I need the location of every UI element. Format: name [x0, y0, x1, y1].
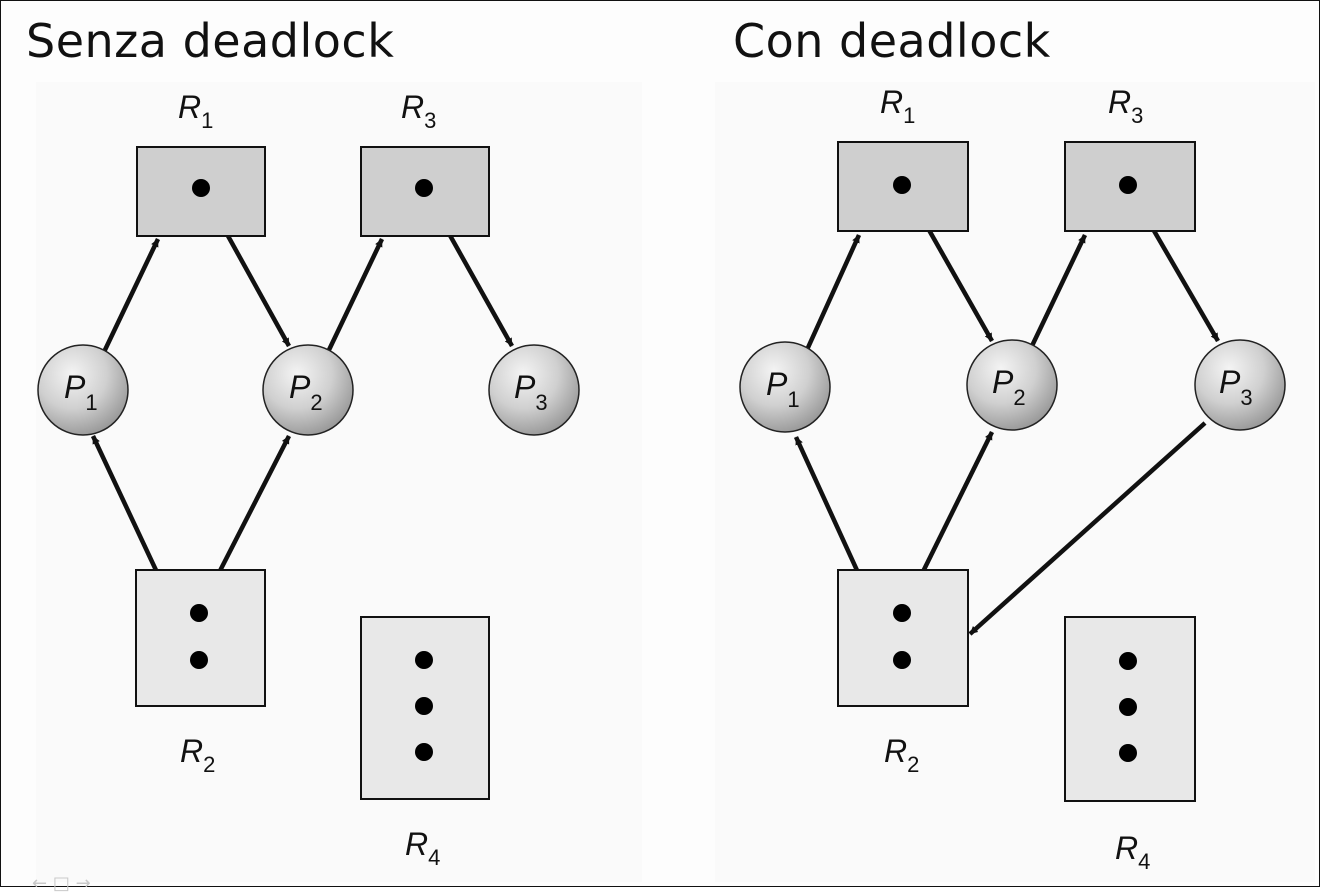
resource-instance-dot — [190, 604, 208, 622]
label-r4: R4 — [405, 826, 440, 870]
edge-p3-r2 — [970, 423, 1205, 634]
resource-instance-dot — [415, 179, 433, 197]
resource-r2-box — [838, 570, 968, 706]
label-r2: R2 — [180, 733, 215, 777]
resource-instance-dot — [1119, 698, 1137, 716]
label-r3: R3 — [401, 89, 436, 133]
slide-icon[interactable]: □ — [53, 873, 70, 894]
resource-instance-dot — [1119, 652, 1137, 670]
resource-instance-dot — [1119, 744, 1137, 762]
label-r1: R1 — [178, 89, 213, 133]
label-r4: R4 — [1115, 830, 1150, 874]
resource-instance-dot — [415, 697, 433, 715]
resource-instance-dot — [192, 179, 210, 197]
resource-instance-dot — [893, 651, 911, 669]
edge-p2-r3 — [1031, 235, 1085, 348]
resource-instance-dot — [190, 651, 208, 669]
left-graph: R1 R3 R2 R4 P1 P2 P3 — [38, 89, 579, 870]
forward-arrow-icon[interactable]: → — [76, 873, 91, 894]
resource-instance-dot — [415, 743, 433, 761]
edge-p2-r3 — [328, 239, 382, 352]
label-r2: R2 — [884, 733, 919, 777]
right-graph: R1 R3 R2 R4 P1 P2 P3 — [740, 84, 1285, 874]
resource-instance-dot — [1119, 176, 1137, 194]
label-r3: R3 — [1108, 84, 1143, 128]
label-r1: R1 — [880, 84, 915, 128]
back-arrow-icon[interactable]: ← — [32, 873, 47, 894]
slide-nav: ← □ → — [32, 873, 91, 887]
resource-instance-dot — [893, 604, 911, 622]
resource-r2-box — [136, 570, 265, 706]
edge-p1-r1 — [104, 239, 158, 352]
edge-p1-r1 — [806, 235, 859, 352]
resource-instance-dot — [415, 651, 433, 669]
resource-instance-dot — [893, 176, 911, 194]
